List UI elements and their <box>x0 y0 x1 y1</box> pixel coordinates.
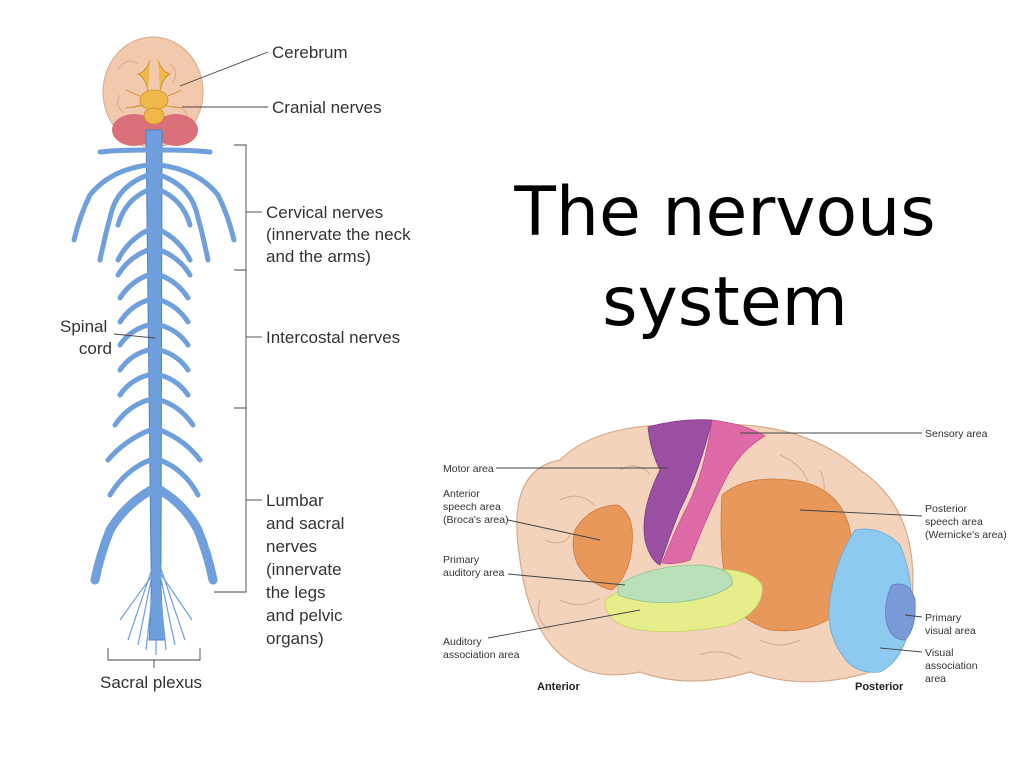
lumbar-line-2: and sacral <box>266 514 344 533</box>
visual-association-shape <box>828 528 912 673</box>
label-sensory-area: Sensory area <box>925 428 988 440</box>
spinal-line-2: cord <box>79 339 112 358</box>
label-cervical-nerves: Cervical nerves (innervate the neck and … <box>266 203 415 266</box>
label-visual-association: Visual association area <box>925 647 980 685</box>
broca-line-3: (Broca's area) <box>443 514 509 526</box>
lumbar-line-1: Lumbar <box>266 491 324 510</box>
label-spinal-cord: Spinal cord <box>60 317 112 358</box>
broca-line-2: speech area <box>443 501 501 513</box>
label-cerebrum: Cerebrum <box>272 43 348 62</box>
label-auditory-association: Auditory association area <box>443 636 520 661</box>
broca-line-1: Anterior <box>443 488 480 500</box>
label-sacral-plexus: Sacral plexus <box>100 673 202 692</box>
vis-assoc-line-1: Visual <box>925 647 953 659</box>
primary-auditory-shape <box>617 564 733 604</box>
aud-assoc-line-1: Auditory <box>443 636 482 648</box>
broca-area-shape <box>572 504 633 591</box>
cervical-line-2: (innervate the neck <box>266 225 411 244</box>
lumbar-line-7: organs) <box>266 629 324 648</box>
brain-figure: Motor area Anterior speech area (Broca's… <box>443 419 1007 693</box>
label-cranial-nerves: Cranial nerves <box>272 98 382 117</box>
label-motor-area: Motor area <box>443 463 494 475</box>
nerve-branches <box>71 147 237 585</box>
vis-assoc-line-3: area <box>925 673 946 685</box>
visual-line-2: visual area <box>925 625 976 637</box>
auditory-line-2: auditory area <box>443 567 504 579</box>
cerebellum-shape <box>112 114 156 146</box>
visual-line-1: Primary <box>925 612 962 624</box>
aud-assoc-line-2: association area <box>443 649 520 661</box>
label-wernicke-area: Posterior speech area (Wernicke's area) <box>925 503 1007 541</box>
wernicke-line-3: (Wernicke's area) <box>925 529 1007 541</box>
lumbar-line-3: nerves <box>266 537 317 556</box>
wernicke-line-1: Posterior <box>925 503 968 515</box>
cervical-line-3: and the arms) <box>266 247 371 266</box>
brain-leader-lines <box>487 432 923 653</box>
title-line-2: system <box>602 263 848 342</box>
leader-lines <box>107 51 269 668</box>
spinal-line-1: Spinal <box>60 317 107 336</box>
label-broca-area: Anterior speech area (Broca's area) <box>443 488 509 526</box>
sensory-area-shape <box>661 419 766 564</box>
auditory-line-1: Primary <box>443 554 480 566</box>
label-intercostal-nerves: Intercostal nerves <box>266 328 400 347</box>
cervical-line-1: Cervical nerves <box>266 203 383 222</box>
label-lumbar-sacral-nerves: Lumbar and sacral nerves (innervate the … <box>266 491 349 648</box>
vis-assoc-line-2: association <box>925 660 978 672</box>
label-primary-visual: Primary visual area <box>925 612 976 637</box>
primary-visual-shape <box>885 583 916 641</box>
slide-title: The nervous system <box>500 168 950 348</box>
lumbar-line-6: and pelvic <box>266 606 343 625</box>
lumbar-line-5: the legs <box>266 583 326 602</box>
wernicke-line-2: speech area <box>925 516 983 528</box>
nervous-system-figure: Cerebrum Cranial nerves Cervical nerves … <box>60 36 415 692</box>
cranial-nerves-shape <box>125 59 183 125</box>
label-posterior: Posterior <box>855 681 904 693</box>
lumbar-line-4: (innervate <box>266 560 342 579</box>
label-primary-auditory: Primary auditory area <box>443 554 504 579</box>
label-anterior: Anterior <box>537 681 581 693</box>
title-line-1: The nervous <box>514 173 936 252</box>
